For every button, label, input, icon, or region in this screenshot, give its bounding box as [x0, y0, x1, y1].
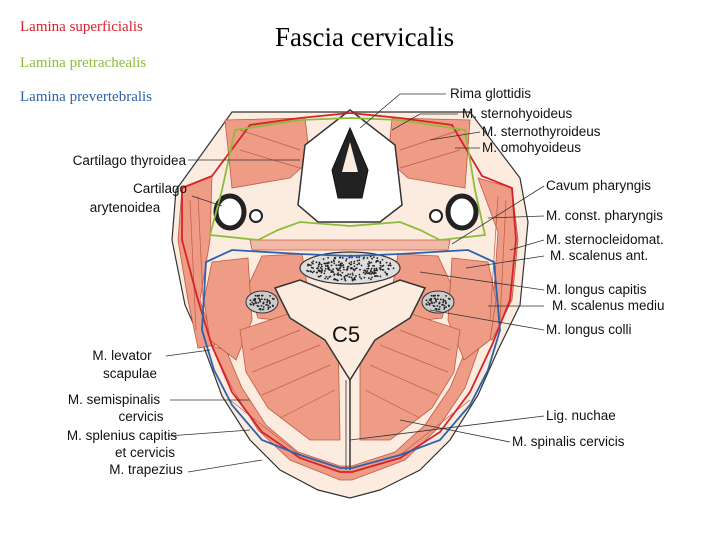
label-m-const-pharyngis: M. const. pharyngis: [546, 208, 663, 223]
label-m-longus-capitis: M. longus capitis: [546, 282, 647, 297]
lamina-prevertebralis-fascia: [201, 249, 501, 469]
legend-item-prevertebralis: Lamina prevertebralis: [20, 89, 153, 105]
label-arytenoidea: arytenoidea: [90, 200, 161, 215]
transverse-process-texture: [249, 294, 451, 311]
label-lig-nuchae: Lig. nuchae: [546, 408, 616, 423]
label-m-levator: M. levator: [92, 348, 152, 363]
lamina-pretrachealis-fascia: [208, 117, 487, 241]
vertebral-body-texture: [306, 254, 395, 282]
label-cartilago: Cartilago: [133, 181, 187, 196]
label-m-sternocleidomat: M. sternocleidomat.: [546, 232, 664, 247]
right-arytenoid-cartilage: [445, 193, 479, 231]
legend-item-pretrachealis: Lamina pretrachealis: [20, 55, 147, 71]
right-scalene-muscles: [447, 257, 497, 361]
glottis-inner: [342, 142, 358, 172]
label-m-sternohyoideus: M. sternohyoideus: [462, 106, 573, 121]
label-m-scalenus-mediu: M. scalenus mediu: [552, 298, 665, 313]
vertebral-arch: [273, 279, 427, 382]
label-m-splenius-capitis: M. splenius capitis: [67, 428, 178, 443]
label-m-semispinalis: M. semispinalis: [68, 392, 161, 407]
page-title: Fascia cervicalis: [275, 22, 455, 52]
vertebra-label: C5: [332, 322, 360, 347]
left-arytenoid-cartilage: [213, 193, 247, 231]
label-cartilago-thyroidea: Cartilago thyroidea: [73, 153, 187, 168]
left-sternocleidomastoid-muscle: [177, 175, 216, 349]
label-m-longus-colli: M. longus colli: [546, 322, 632, 337]
label-m-scalenus-ant: M. scalenus ant.: [550, 248, 648, 263]
label-leader-lines: [165, 93, 545, 473]
label-m-trapezius: M. trapezius: [109, 462, 183, 477]
right-small-cartilage: [429, 209, 443, 223]
cavum-pharyngis: [249, 239, 451, 251]
label-cervicis: cervicis: [118, 409, 163, 424]
label-cavum-pharyngis: Cavum pharyngis: [546, 178, 651, 193]
label-rima-glottidis: Rima glottidis: [450, 86, 531, 101]
legend-item-superficialis: Lamina superficialis: [20, 19, 143, 35]
lamina-superficialis-fascia: [181, 112, 517, 473]
label-m-sternothyroideus: M. sternothyroideus: [482, 124, 601, 139]
label-m-spinalis-cervicis: M. spinalis cervicis: [512, 434, 625, 449]
label-et-cervicis: et cervicis: [115, 445, 175, 460]
left-small-cartilage: [249, 209, 263, 223]
label-m-omohyoideus: M. omohyoideus: [482, 140, 581, 155]
muscle-fibre-lines: [189, 129, 507, 456]
label-scapulae: scapulae: [103, 366, 157, 381]
